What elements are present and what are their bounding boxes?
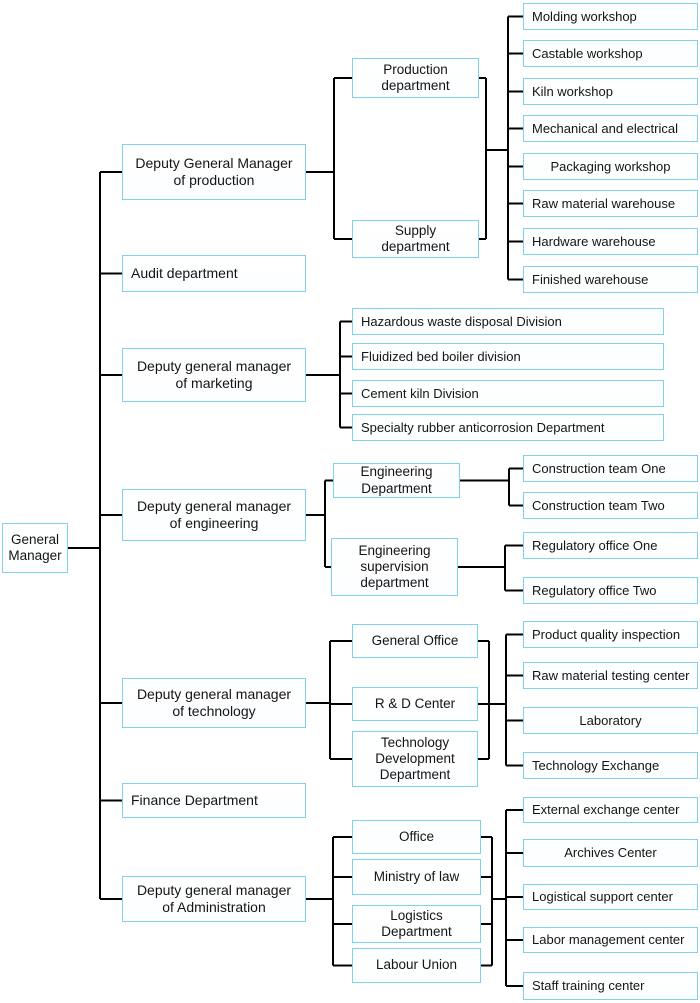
node-hazardous-division: Hazardous waste disposal Division <box>352 308 664 335</box>
node-deputy-engineering: Deputy general manager of engineering <box>122 489 306 541</box>
node-engineering-department: Engineering Department <box>333 463 460 498</box>
node-raw-material-warehouse: Raw material warehouse <box>523 190 698 217</box>
node-regulatory-office-one: Regulatory office One <box>523 532 698 559</box>
node-hardware-warehouse: Hardware warehouse <box>523 228 698 255</box>
technology-units-spine <box>505 633 523 767</box>
node-technology-development: Technology Development Department <box>352 731 478 787</box>
node-deputy-production: Deputy General Manager of production <box>122 144 306 200</box>
node-ministry-of-law: Ministry of law <box>352 859 481 895</box>
node-finance-department: Finance Department <box>122 783 306 818</box>
node-molding-workshop: Molding workshop <box>523 3 698 30</box>
node-construction-team-one: Construction team One <box>523 455 698 482</box>
node-office: Office <box>352 820 481 854</box>
node-labour-union: Labour Union <box>352 948 481 983</box>
engineering-dept-units-bracket <box>460 467 523 507</box>
node-production-department: Production department <box>352 58 479 98</box>
node-audit-department: Audit department <box>122 255 306 292</box>
node-logistical-support-center: Logistical support center <box>523 884 698 910</box>
node-castable-workshop: Castable workshop <box>523 40 698 67</box>
node-kiln-workshop: Kiln workshop <box>523 78 698 105</box>
node-packaging-workshop: Packaging workshop <box>523 153 698 180</box>
administration-right-bracket <box>481 836 506 967</box>
trunk-line <box>68 171 122 900</box>
node-finished-warehouse: Finished warehouse <box>523 266 698 293</box>
node-external-exchange-center: External exchange center <box>523 797 698 823</box>
technology-left-bracket <box>306 640 352 760</box>
node-regulatory-office-two: Regulatory office Two <box>523 577 698 604</box>
node-fluidized-division: Fluidized bed boiler division <box>352 343 664 370</box>
node-supply-department: Supply department <box>352 220 479 258</box>
node-product-quality-inspection: Product quality inspection <box>523 621 698 648</box>
node-deputy-marketing: Deputy general manager of marketing <box>122 348 306 402</box>
node-general-office: General Office <box>352 624 478 658</box>
administration-units-spine <box>505 809 523 987</box>
technology-right-bracket <box>478 640 506 760</box>
node-logistics-department: Logistics Department <box>352 905 481 943</box>
node-technology-exchange: Technology Exchange <box>523 752 698 779</box>
node-general-manager: General Manager <box>2 523 68 573</box>
node-specialty-department: Specialty rubber anticorrosion Departmen… <box>352 414 664 441</box>
node-construction-team-two: Construction team Two <box>523 492 698 519</box>
node-laboratory: Laboratory <box>523 707 698 734</box>
node-engineering-supervision: Engineering supervision department <box>331 538 458 596</box>
node-staff-training-center: Staff training center <box>523 972 698 1000</box>
production-right-bracket <box>479 77 508 240</box>
node-cement-division: Cement kiln Division <box>352 380 664 407</box>
administration-left-bracket <box>306 836 352 967</box>
node-deputy-technology: Deputy general manager of technology <box>122 678 306 728</box>
marketing-bracket <box>306 320 352 429</box>
node-deputy-administration: Deputy general manager of Administration <box>122 876 306 922</box>
node-raw-material-testing: Raw material testing center <box>523 662 698 689</box>
node-mechanical-electrical: Mechanical and electrical <box>523 115 698 142</box>
engineering-supervision-units-bracket <box>458 544 523 592</box>
production-left-bracket <box>306 77 352 240</box>
node-rd-center: R & D Center <box>352 687 478 721</box>
node-archives-center: Archives Center <box>523 839 698 867</box>
node-labor-management-center: Labor management center <box>523 927 698 953</box>
workshops-spine <box>507 15 523 281</box>
engineering-left-bracket <box>306 479 333 568</box>
